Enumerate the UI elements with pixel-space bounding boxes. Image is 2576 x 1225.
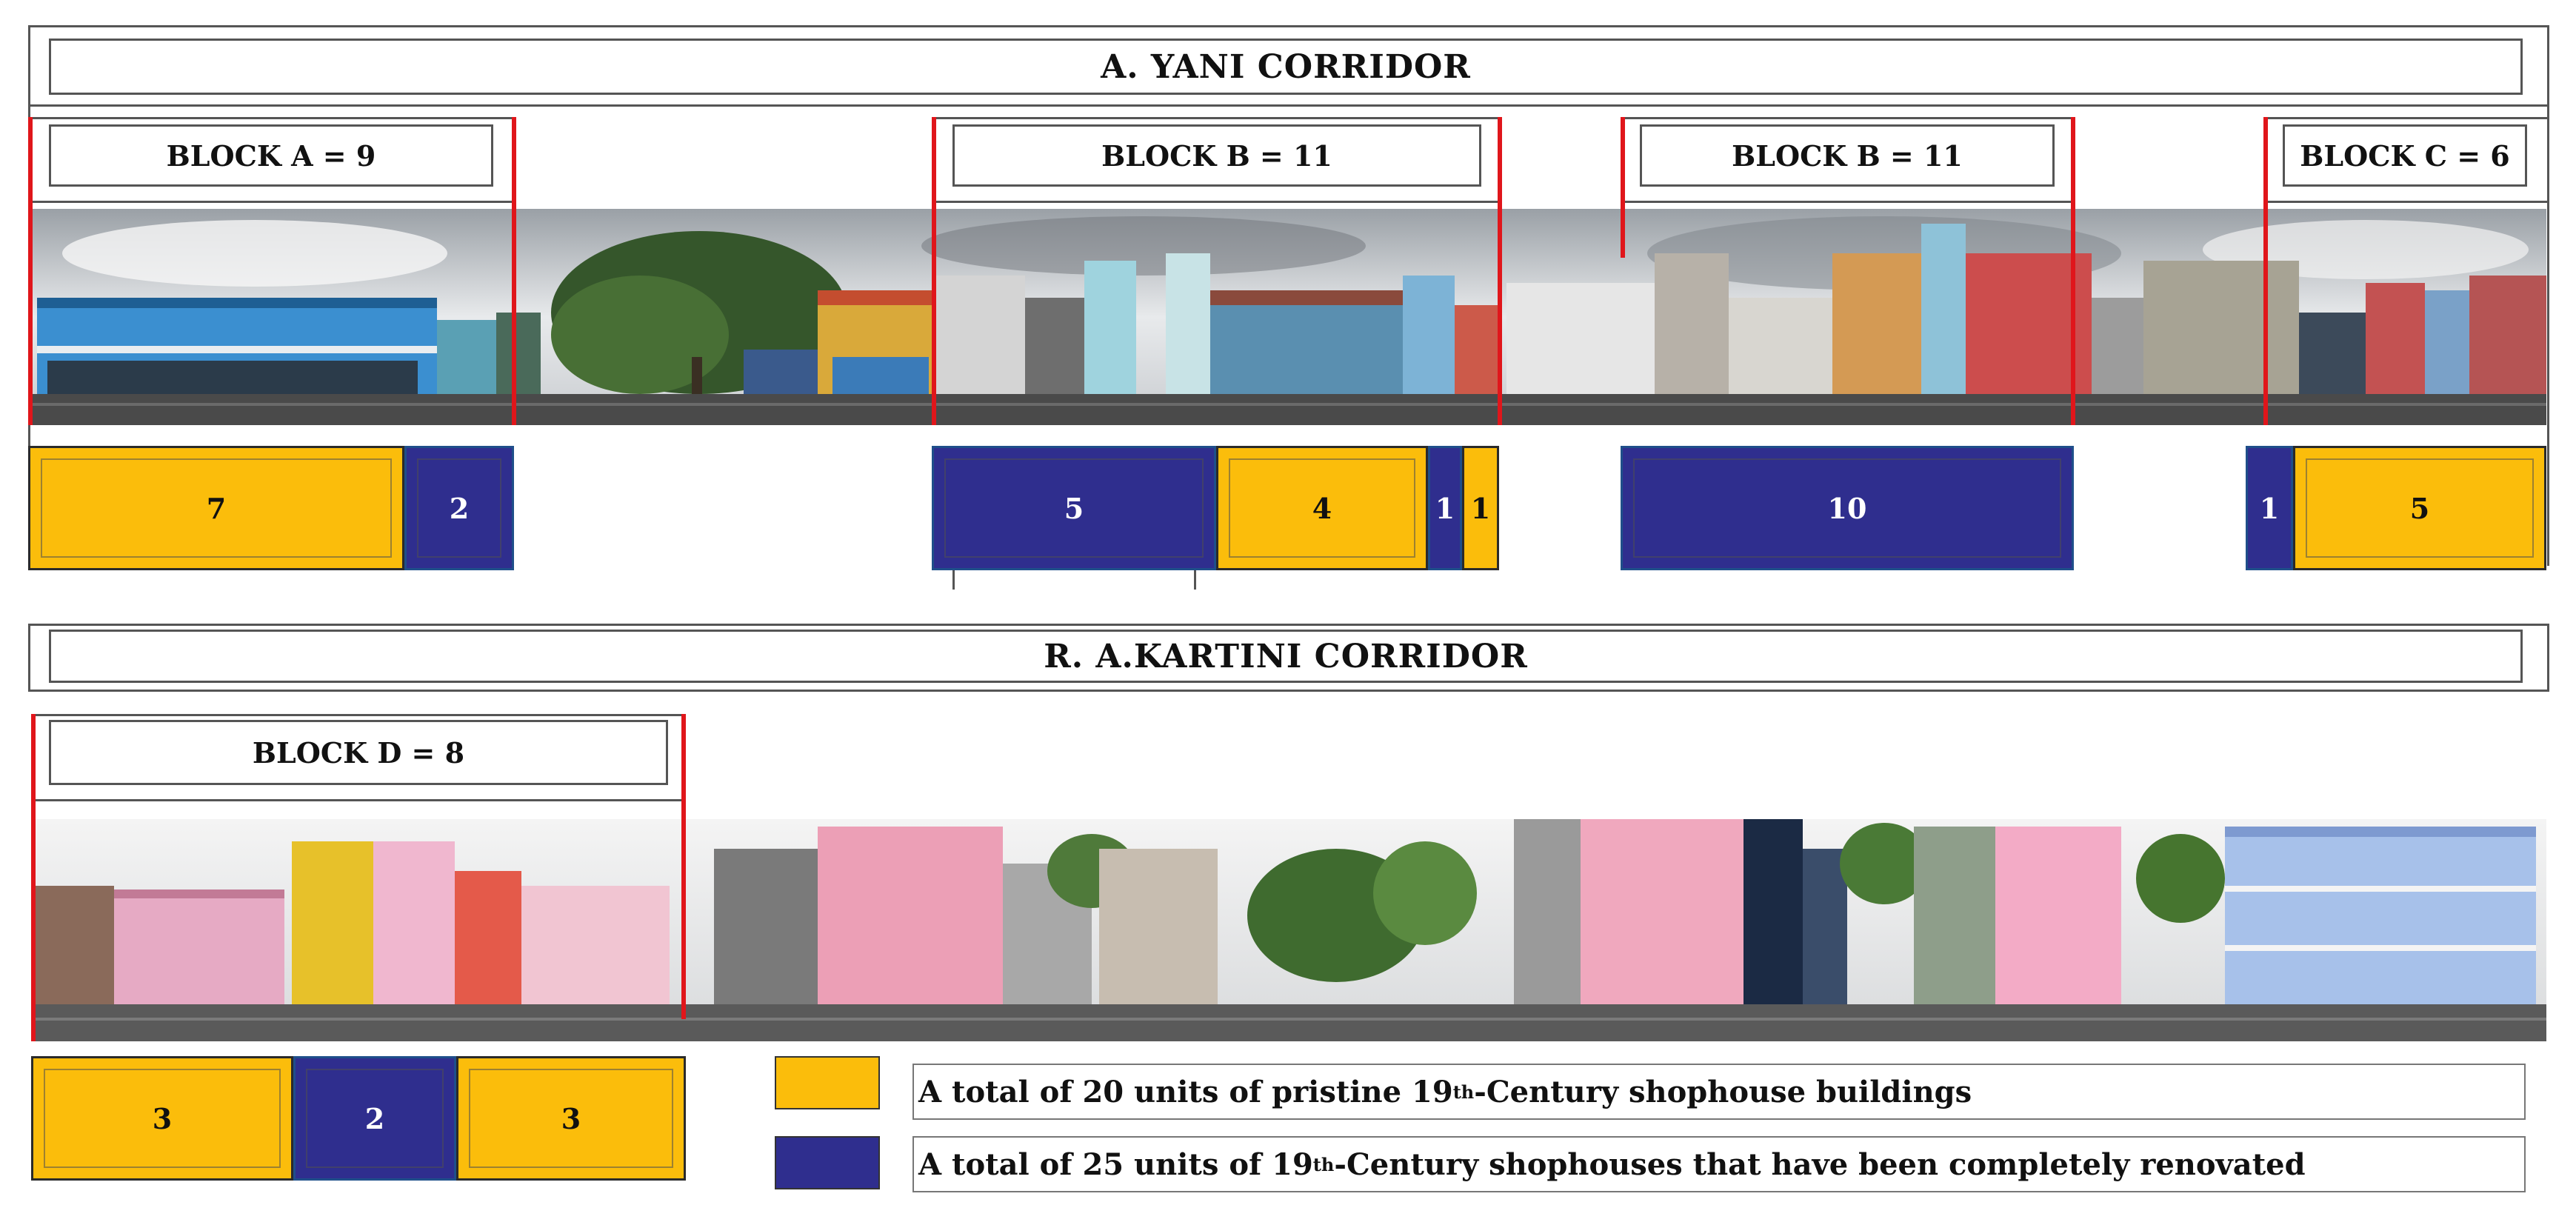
block-b1-left-marker <box>932 117 936 425</box>
block-c-left-marker <box>2263 117 2268 425</box>
block-c-segment-renovated: 1 <box>2246 446 2293 570</box>
segment-value: 3 <box>561 1101 581 1135</box>
segment-value: 2 <box>364 1101 385 1135</box>
block-b1-underline <box>952 570 955 590</box>
block-a-right-marker <box>512 117 516 425</box>
segment-value: 7 <box>206 491 227 525</box>
block-b1-segment-pristine-2: 1 <box>1462 446 1499 570</box>
a-yani-street-photo-svg <box>33 209 2546 425</box>
segment-value: 1 <box>1435 491 1455 525</box>
segment-value: 1 <box>2259 491 2280 525</box>
legend-renovated-prefix: A total of 25 units of 19 <box>918 1146 1313 1182</box>
segment-value: 1 <box>1470 491 1491 525</box>
block-b2-label: BLOCK B = 11 <box>1640 124 2055 187</box>
legend-swatch-pristine <box>775 1056 880 1109</box>
segment-value: 5 <box>1064 491 1084 525</box>
legend-pristine-prefix: A total of 20 units of pristine 19 <box>918 1074 1453 1109</box>
block-d-label: BLOCK D = 8 <box>49 720 668 785</box>
block-d-right-marker <box>681 714 686 1019</box>
block-b1-right-marker <box>1498 117 1502 425</box>
legend-renovated-suffix: -Century shophouses that have been compl… <box>1334 1146 2306 1182</box>
segment-value: 10 <box>1827 491 1867 525</box>
legend-pristine-suffix: -Century shophouse buildings <box>1474 1074 1972 1109</box>
legend-pristine-sup: th <box>1452 1081 1475 1103</box>
segment-value: 4 <box>1312 491 1332 525</box>
block-c-segment-pristine: 5 <box>2293 446 2546 570</box>
corridor-b-title: R. A.KARTINI CORRIDOR <box>49 630 2523 683</box>
block-d-segment-pristine-1: 3 <box>31 1056 293 1181</box>
block-d-segment-renovated: 2 <box>293 1056 456 1181</box>
corridor-a-title: A. YANI CORRIDOR <box>49 39 2523 95</box>
legend-swatch-renovated <box>775 1136 880 1189</box>
segment-value: 3 <box>152 1101 173 1135</box>
a-yani-street-photo <box>33 209 2546 425</box>
block-a-label: BLOCK A = 9 <box>49 124 493 187</box>
block-a-left-marker <box>28 117 33 425</box>
block-a-segment-pristine: 7 <box>28 446 404 570</box>
block-b2-segment-renovated: 10 <box>1621 446 2074 570</box>
block-b2-right-marker <box>2071 117 2075 425</box>
block-b1-underline-right <box>1194 570 1196 590</box>
corridor-b-frame <box>28 624 2549 692</box>
block-c-label: BLOCK C = 6 <box>2283 124 2527 187</box>
segment-value: 2 <box>449 491 470 525</box>
block-a-segment-renovated: 2 <box>404 446 514 570</box>
block-b1-segment-renovated-2: 1 <box>1428 446 1462 570</box>
kartini-street-photo <box>33 819 2546 1041</box>
segment-value: 5 <box>2409 491 2430 525</box>
block-b1-label: BLOCK B = 11 <box>952 124 1481 187</box>
block-b1-segment-pristine-1: 4 <box>1216 446 1428 570</box>
kartini-street-photo-svg <box>33 819 2546 1041</box>
corridor-a-right-border <box>2547 107 2549 566</box>
corridor-a-frame <box>28 25 2549 107</box>
legend-renovated-sup: th <box>1312 1153 1335 1175</box>
block-b1-segment-renovated-1: 5 <box>932 446 1216 570</box>
block-b2-left-marker <box>1621 117 1625 258</box>
block-d-left-marker <box>31 714 36 1041</box>
block-d-segment-pristine-2: 3 <box>456 1056 686 1181</box>
